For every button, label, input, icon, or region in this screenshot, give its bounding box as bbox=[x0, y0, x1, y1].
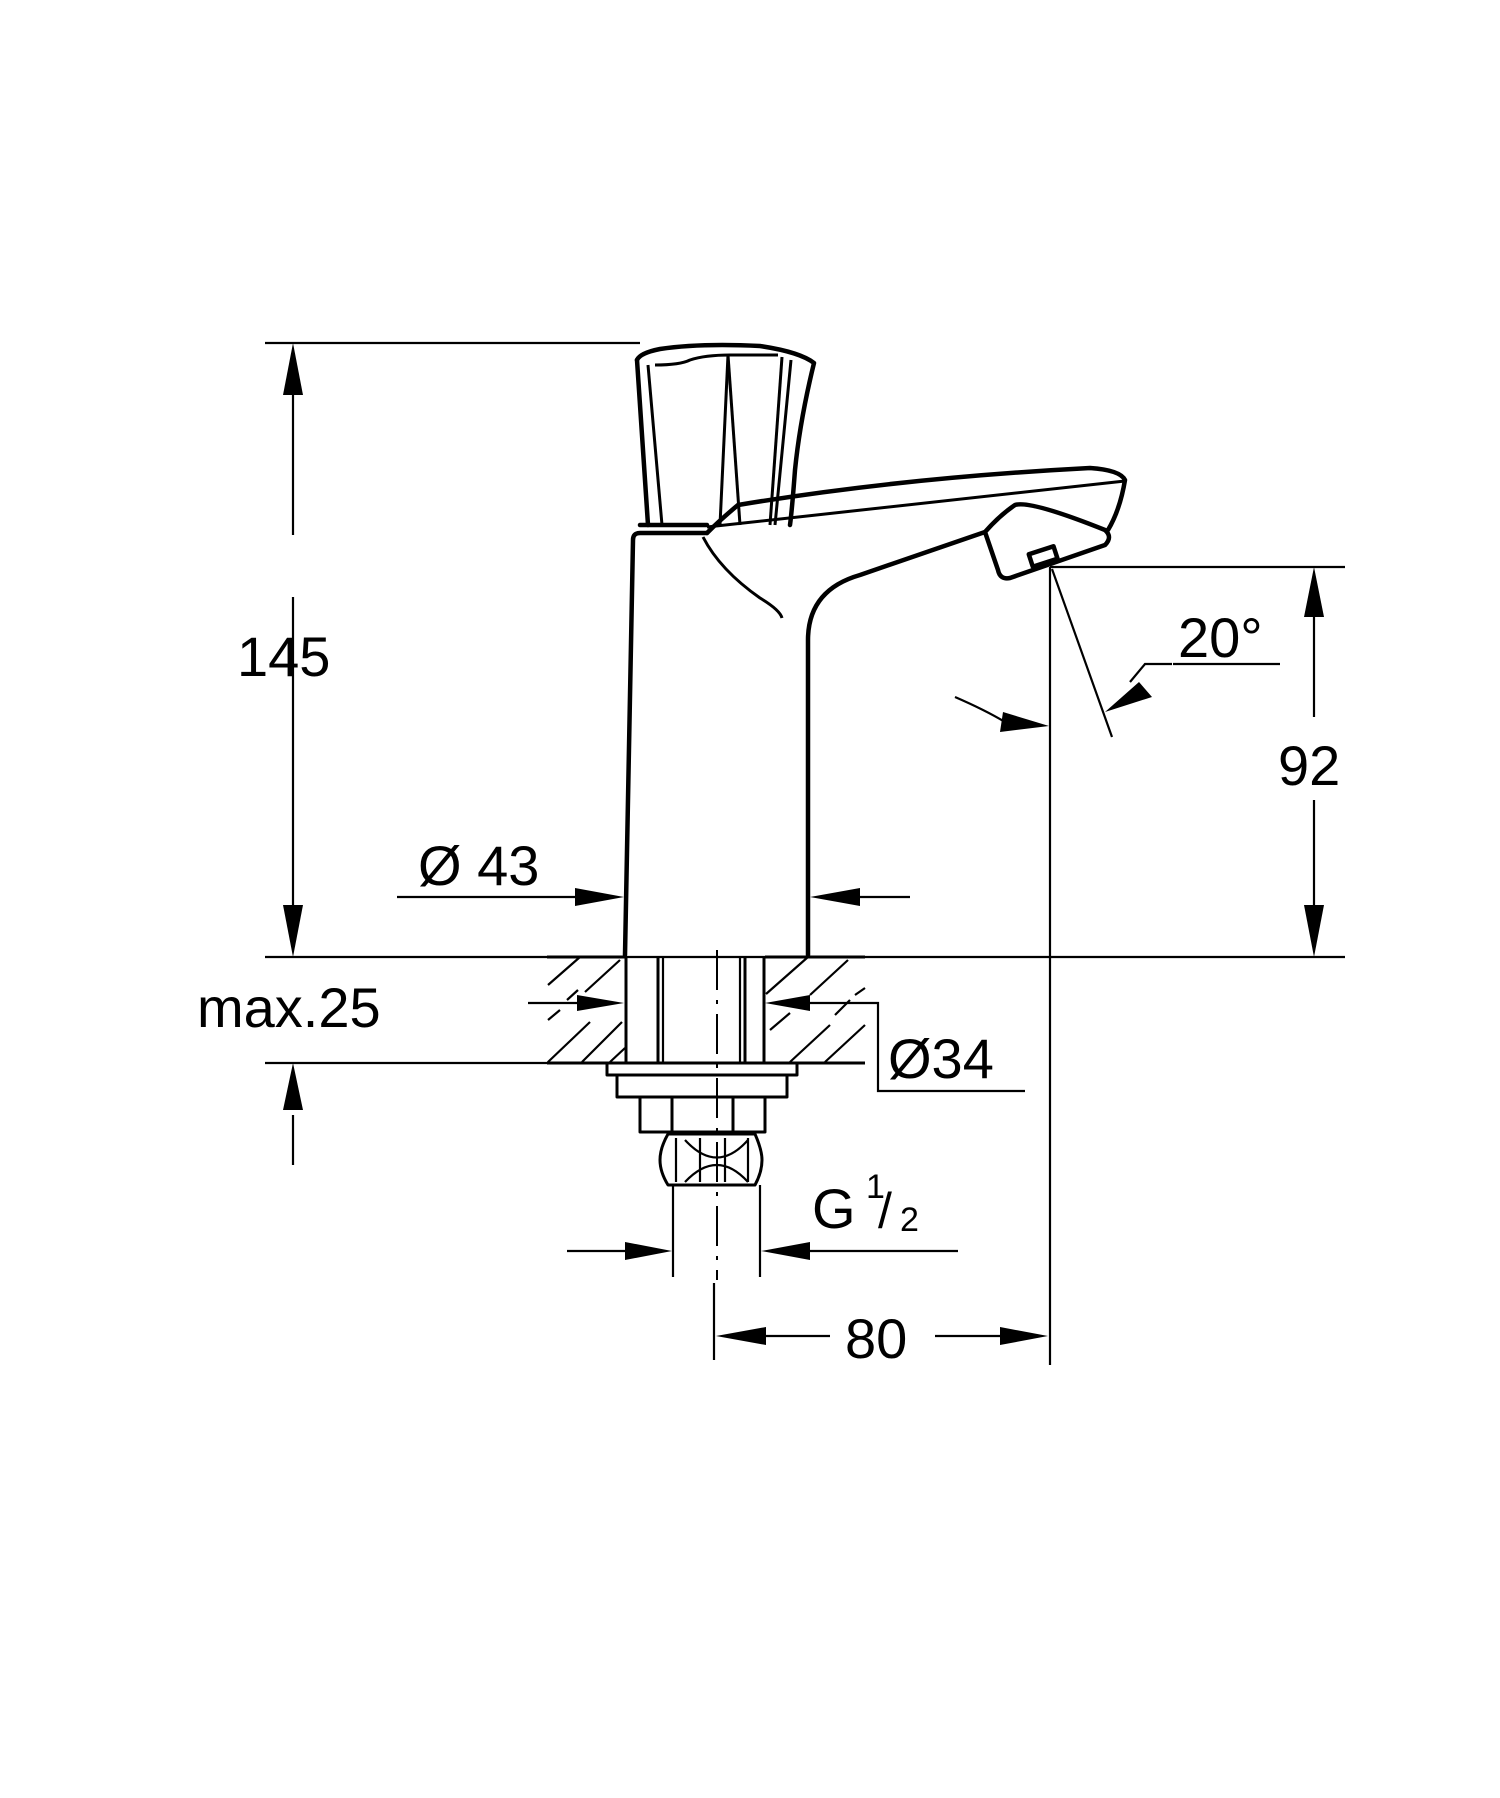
max-25-dimension: max.25 bbox=[197, 976, 381, 1165]
spout-projection-80-dimension: 80 bbox=[712, 1283, 1048, 1370]
dim-label-92: 92 bbox=[1278, 734, 1340, 797]
shank-and-nut bbox=[605, 957, 799, 1187]
dim-label-80: 80 bbox=[845, 1307, 907, 1370]
dim-label-diameter-34: Ø34 bbox=[888, 1027, 994, 1090]
dim-label-thread-slash: / bbox=[878, 1183, 892, 1239]
thread-g-half-dimension: G 1 / 2 bbox=[567, 1168, 958, 1277]
dim-label-thread-g: G bbox=[812, 1177, 856, 1240]
dim-label-thread-den: 2 bbox=[900, 1201, 919, 1239]
mounting-hole-34-dimension: Ø34 bbox=[528, 995, 1025, 1093]
outlet-height-92-dimension: 92 bbox=[1278, 567, 1340, 957]
dim-label-20-degrees: 20° bbox=[1178, 606, 1263, 669]
deck-section bbox=[547, 955, 866, 1065]
dim-label-max-25: max.25 bbox=[197, 976, 381, 1039]
push-button-handle bbox=[634, 342, 817, 528]
body-diameter-43-dimension: Ø 43 bbox=[397, 834, 910, 906]
dim-label-diameter-43: Ø 43 bbox=[418, 834, 539, 897]
outlet-angle-20-dimension: 20° bbox=[954, 567, 1280, 1365]
tap-body bbox=[622, 465, 1128, 958]
height-145-dimension: 145 bbox=[237, 343, 330, 957]
extension-lines bbox=[265, 341, 1345, 1065]
dim-label-145: 145 bbox=[237, 625, 330, 688]
dim-label-thread-num: 1 bbox=[866, 1168, 885, 1206]
